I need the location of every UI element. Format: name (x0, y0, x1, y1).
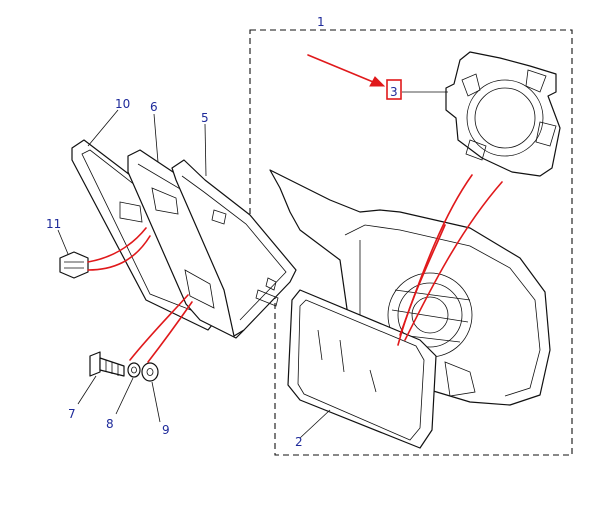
part-7-screw[interactable] (89, 351, 125, 377)
callout-8: 8 (106, 417, 114, 431)
callout-11: 11 (46, 217, 61, 231)
callout-1: 1 (317, 15, 325, 29)
leader-lines (57, 91, 448, 439)
callout-5: 5 (201, 111, 209, 125)
highlight-arrow (307, 54, 386, 87)
part-8-lock-washer[interactable] (127, 362, 141, 378)
highlight-box (386, 79, 402, 100)
callout-3: 3 (390, 85, 398, 99)
callout-2: 2 (295, 435, 303, 449)
red-assembly-lines (87, 174, 503, 363)
callout-10: 10 (115, 97, 130, 111)
part-2-mirror-glass[interactable] (287, 289, 437, 449)
callout-9: 9 (162, 423, 170, 437)
assembly-boundary (249, 29, 573, 456)
part-5-mounting-plate[interactable] (171, 159, 297, 337)
callout-6: 6 (150, 100, 158, 114)
part-9-flat-washer[interactable] (141, 362, 159, 382)
part-3-bracket[interactable] (445, 51, 561, 177)
mirror-housing[interactable] (269, 169, 551, 406)
callout-7: 7 (68, 407, 76, 421)
part-11-connector[interactable] (59, 251, 89, 279)
